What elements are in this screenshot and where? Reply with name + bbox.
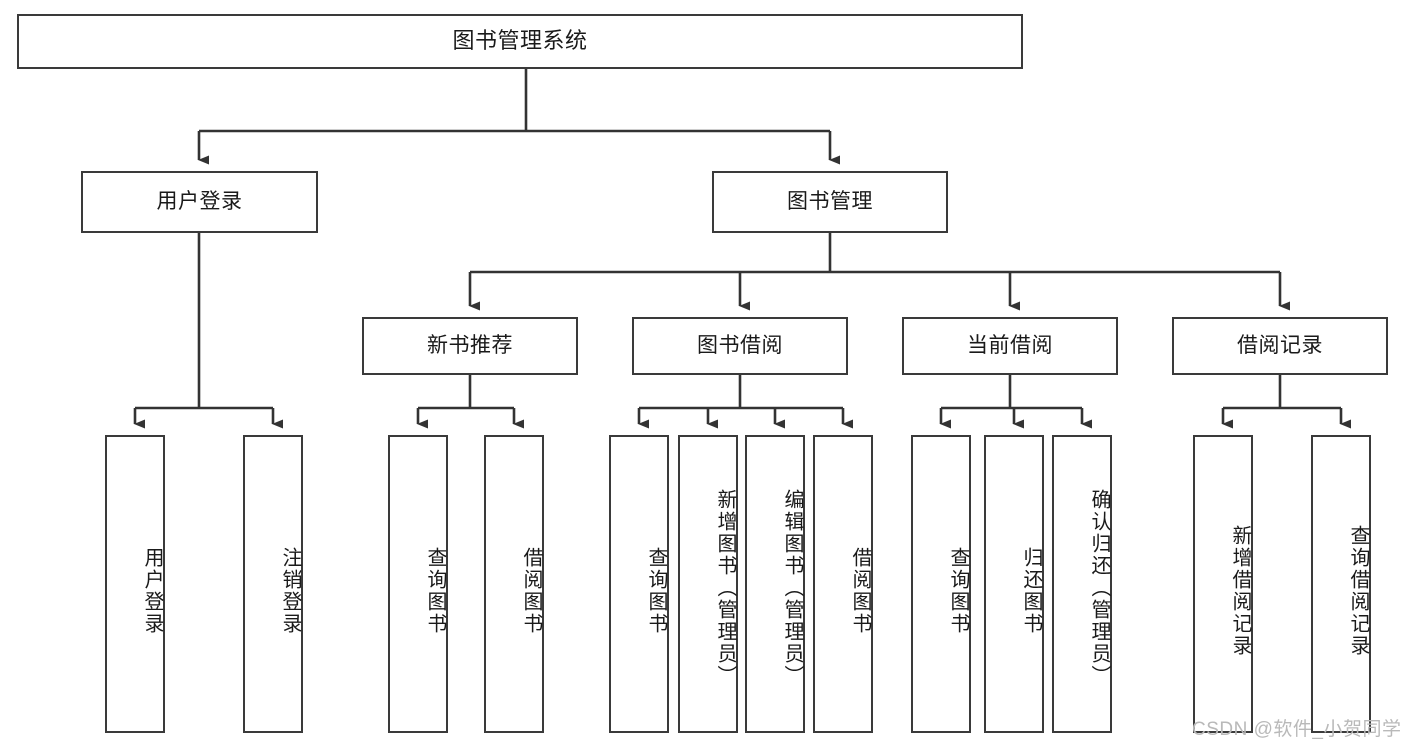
leaf-query-book-2[interactable]: 查询图书 bbox=[609, 435, 669, 733]
leaf-borrow-book-1[interactable]: 借阅图书 bbox=[484, 435, 544, 733]
tree-edges bbox=[133, 69, 1351, 429]
leaf-borrow-book-2[interactable]: 借阅图书 bbox=[813, 435, 873, 733]
node-book-manage[interactable]: 图书管理 bbox=[712, 171, 948, 233]
node-borrow-record[interactable]: 借阅记录 bbox=[1172, 317, 1388, 375]
node-current-borrow[interactable]: 当前借阅 bbox=[902, 317, 1118, 375]
node-book-borrow[interactable]: 图书借阅 bbox=[632, 317, 848, 375]
leaf-query-borrow-record[interactable]: 查询借阅记录 bbox=[1311, 435, 1371, 733]
node-new-book-recommend[interactable]: 新书推荐 bbox=[362, 317, 578, 375]
node-user-login[interactable]: 用户登录 bbox=[81, 171, 318, 233]
leaf-query-book-3[interactable]: 查询图书 bbox=[911, 435, 971, 733]
leaf-add-book-admin[interactable]: 新增图书（管理员） bbox=[678, 435, 738, 733]
leaf-query-book-1[interactable]: 查询图书 bbox=[388, 435, 448, 733]
leaf-logout[interactable]: 注销登录 bbox=[243, 435, 303, 733]
leaf-user-login[interactable]: 用户登录 bbox=[105, 435, 165, 733]
leaf-add-borrow-record[interactable]: 新增借阅记录 bbox=[1193, 435, 1253, 733]
node-root-system[interactable]: 图书管理系统 bbox=[17, 14, 1023, 69]
leaf-confirm-return-admin[interactable]: 确认归还（管理员） bbox=[1052, 435, 1112, 733]
leaf-return-book[interactable]: 归还图书 bbox=[984, 435, 1044, 733]
leaf-edit-book-admin[interactable]: 编辑图书（管理员） bbox=[745, 435, 805, 733]
